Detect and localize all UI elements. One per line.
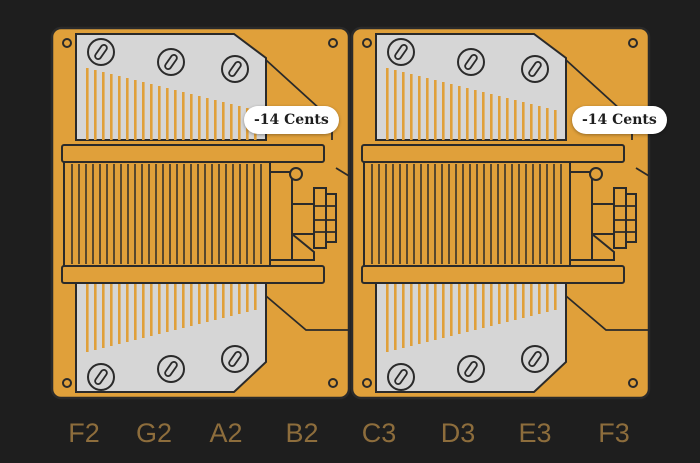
note-label[interactable]: E3 <box>518 418 552 448</box>
note-label[interactable]: A2 <box>209 418 243 448</box>
cents-badge-left: -14 Cents <box>244 106 339 134</box>
note-label[interactable]: C3 <box>361 418 397 448</box>
note-label[interactable]: F2 <box>68 418 100 448</box>
note-label[interactable]: G2 <box>135 418 173 448</box>
note-label[interactable]: B2 <box>285 418 319 448</box>
cents-badge-right: -14 Cents <box>572 106 667 134</box>
comb-module-left[interactable] <box>50 26 351 400</box>
comb-module-right[interactable] <box>350 26 651 400</box>
note-label[interactable]: F3 <box>598 418 630 448</box>
note-label[interactable]: D3 <box>440 418 476 448</box>
